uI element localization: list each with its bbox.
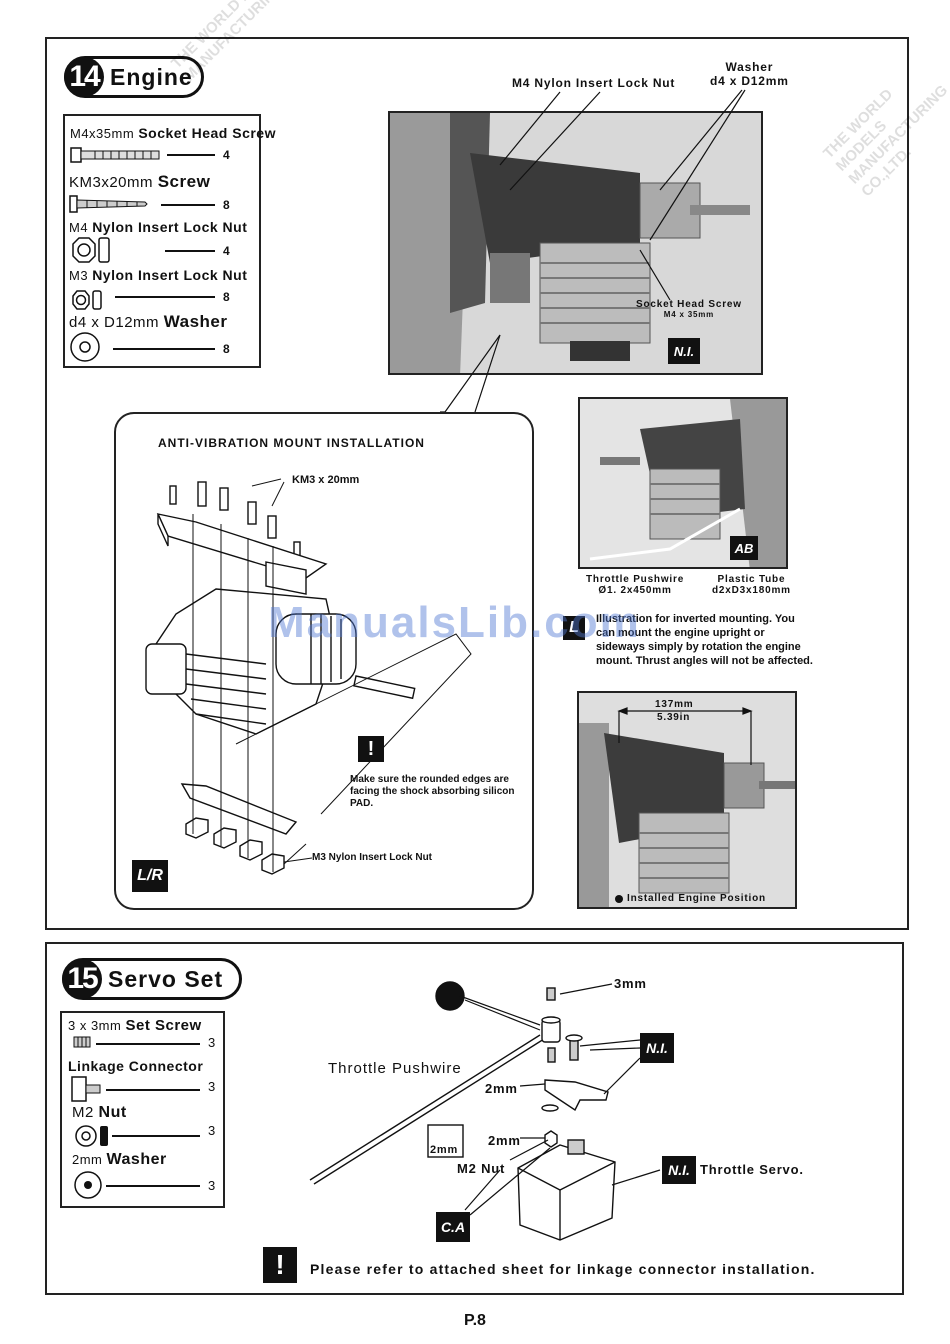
page-number: P.8 <box>464 1312 486 1329</box>
avm-title: ANTI-VIBRATION MOUNT INSTALLATION <box>158 436 425 450</box>
step14-badge: 14 Engine <box>64 56 204 98</box>
label-throttle-servo: Throttle Servo. <box>700 1162 804 1177</box>
step15-parts-list: 3 x 3mm Set Screw 3 Linkage Connector 3 … <box>60 1011 225 1208</box>
part-label: M4x35mm Socket Head Screw <box>70 125 276 141</box>
engine-photo-installed: 137mm 5.39in Installed Engine Position <box>577 691 797 909</box>
part-qty: 3 <box>208 1178 216 1193</box>
part-qty: 4 <box>223 244 230 258</box>
step14-parts-list: M4x35mm Socket Head Screw 4 KM3x20mm Scr… <box>63 114 275 368</box>
part-qty: 4 <box>223 148 230 162</box>
avm-panel: ANTI-VIBRATION MOUNT INSTALLATION KM3 x … <box>114 412 534 910</box>
label-2mm-c: 2mm <box>430 1144 459 1156</box>
m3-nut-label: M3 Nylon Insert Lock Nut <box>312 852 433 863</box>
engine-photo-inverted: AB <box>578 397 788 569</box>
label-m2-nut: M2 Nut <box>457 1161 506 1176</box>
dim-mm: 137mm <box>655 699 694 710</box>
parts-icons <box>69 147 160 362</box>
lock-nut-label: M4 Nylon Insert Lock Nut <box>512 76 676 90</box>
part-label: M2 Nut <box>72 1104 127 1121</box>
warning-icon: ! <box>263 1247 297 1283</box>
step14-number: 14 <box>64 57 104 97</box>
label-3mm: 3mm <box>614 976 647 991</box>
step15-badge: 15 Servo Set <box>62 958 242 1000</box>
part-qty: 3 <box>208 1079 216 1094</box>
step15-number: 15 <box>62 959 102 999</box>
part-label: d4 x D12mm Washer <box>69 312 228 331</box>
ni-tag-2: N.I. <box>662 1156 696 1184</box>
step15-frame <box>45 942 904 1295</box>
label-pushwire: Throttle Pushwire <box>328 1060 462 1077</box>
avm-drawing <box>145 478 472 875</box>
ab-tag: AB <box>730 536 758 560</box>
part-label: Linkage Connector <box>68 1058 204 1074</box>
step14-title: Engine <box>110 63 193 90</box>
part-label: KM3x20mm Screw <box>69 172 211 191</box>
ni-tag: N.I. <box>668 338 700 364</box>
label-2mm-a: 2mm <box>485 1081 518 1096</box>
part-qty: 8 <box>223 342 230 356</box>
avm-warning-note: Make sure the rounded edges are facing t… <box>350 774 515 809</box>
part-label: M3 Nylon Insert Lock Nut <box>69 267 248 283</box>
ni-tag-1: N.I. <box>640 1033 674 1063</box>
lr-tag: L/R <box>132 860 168 892</box>
part-qty: 3 <box>208 1123 216 1138</box>
installed-caption: Installed Engine Position <box>627 893 766 904</box>
part-qty: 8 <box>223 198 230 212</box>
part-label: M4 Nylon Insert Lock Nut <box>69 219 248 235</box>
km3-label: KM3 x 20mm <box>292 474 360 486</box>
servo-warning: Please refer to attached sheet for linka… <box>310 1261 816 1277</box>
part-qty: 3 <box>208 1035 216 1050</box>
part-label: 2mm Washer <box>72 1151 167 1168</box>
step15-title: Servo Set <box>108 965 224 992</box>
part-label: 3 x 3mm Set Screw <box>68 1017 202 1034</box>
note-l-tag: L <box>563 616 585 640</box>
warning-icon: ! <box>358 736 384 762</box>
ca-tag: C.A <box>436 1212 470 1242</box>
inverted-mount-note: Illustration for inverted mounting. You … <box>596 613 813 667</box>
parts-icons <box>71 1036 108 1199</box>
dim-in: 5.39in <box>657 712 691 723</box>
label-2mm-b: 2mm <box>488 1133 521 1148</box>
step14-frame <box>45 37 909 930</box>
part-qty: 8 <box>223 290 230 304</box>
